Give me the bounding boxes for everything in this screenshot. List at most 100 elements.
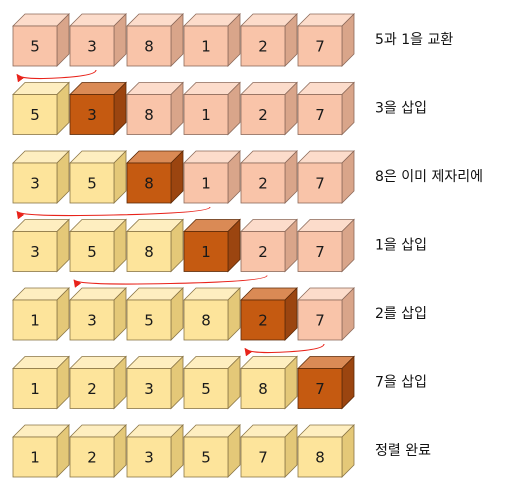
cube-front-face [240,25,286,67]
cube-unsorted: 2 [240,218,298,273]
cube-front-face [240,231,286,272]
cube-front-face [69,94,115,135]
cube-front-face [69,25,115,67]
cube-sorted: 8 [240,355,298,410]
cube-front-face [183,94,229,135]
cube-front-face [240,94,286,135]
cube-front-face [297,231,343,272]
cube-sorted: 3 [12,150,70,204]
cube-value: 8 [144,38,154,56]
cube-front-face [297,368,343,409]
cube-value: 2 [87,449,97,467]
cube-active: 8 [126,150,184,204]
cube-unsorted: 7 [297,287,355,341]
step-label: 8은 이미 제자리에 [375,169,483,185]
cube-sorted: 5 [183,355,241,410]
cube-front-face [12,231,58,272]
cube-unsorted: 1 [183,150,241,204]
cube-value: 7 [315,312,325,330]
cube-value: 3 [87,38,97,56]
cube-sorted: 1 [12,355,70,410]
cube-value: 1 [201,243,211,261]
cube-unsorted: 2 [240,150,298,204]
cube-value: 2 [258,38,268,56]
cube-sorted: 3 [126,424,184,478]
cube-unsorted: 7 [297,81,355,136]
cube-value: 8 [201,312,211,330]
cube-sorted: 5 [126,287,184,341]
cube-value: 1 [30,380,40,398]
cube-front-face [240,299,286,341]
cube-value: 3 [30,175,40,193]
cube-value: 2 [258,312,268,330]
cube-front-face [183,25,229,67]
move-arrows [16,69,325,357]
cube-sorted: 5 [69,218,127,273]
cube-front-face [12,299,58,341]
cube-front-face [12,368,58,409]
cube-front-face [297,94,343,135]
cube-sorted: 5 [12,81,70,136]
cube-value: 8 [315,449,325,467]
step-label: 7을 삽입 [375,375,427,391]
cube-front-face [297,299,343,341]
cube-front-face [126,436,172,478]
step-label: 1을 삽입 [375,238,427,254]
cube-unsorted: 7 [297,13,355,67]
cube-value: 3 [87,312,97,330]
cube-value: 3 [144,380,154,398]
cube-front-face [12,162,58,204]
cube-value: 8 [144,175,154,193]
cube-front-face [12,436,58,478]
cube-front-face [69,231,115,272]
cube-value: 3 [87,106,97,124]
cube-unsorted: 5 [12,13,70,67]
cube-value: 3 [30,243,40,261]
cube-front-face [297,436,343,478]
cube-value: 5 [201,449,211,467]
cube-value: 1 [201,175,211,193]
cube-front-face [69,436,115,478]
cube-value: 1 [30,312,40,330]
move-arrow [16,69,97,83]
cube-value: 3 [144,449,154,467]
cube-front-face [126,162,172,204]
cube-front-face [126,231,172,272]
move-arrow [16,206,211,220]
cube-sorted: 1 [12,287,70,341]
cube-unsorted: 2 [240,13,298,67]
cube-value: 7 [258,449,268,467]
cube-unsorted: 7 [297,218,355,273]
cube-value: 7 [315,380,325,398]
cube-value: 2 [87,380,97,398]
step-label: 5과 1을 교환 [375,32,453,48]
cube-value: 8 [144,243,154,261]
cube-sorted: 3 [69,287,127,341]
cube-sorted: 2 [69,355,127,410]
cube-value: 2 [258,106,268,124]
cube-sorted: 3 [126,355,184,410]
cube-unsorted: 3 [69,13,127,67]
cube-unsorted: 7 [297,150,355,204]
cube-front-face [12,94,58,135]
cube-active: 2 [240,287,298,341]
cube-front-face [69,368,115,409]
move-arrow [73,275,268,288]
cube-front-face [183,368,229,409]
cube-front-face [183,299,229,341]
cube-front-face [240,436,286,478]
cube-value: 8 [144,106,154,124]
cube-sorted: 7 [240,424,298,478]
cube-value: 5 [144,312,154,330]
cube-value: 1 [30,449,40,467]
cube-unsorted: 2 [240,81,298,136]
cube-front-face [126,299,172,341]
cube-sorted: 5 [183,424,241,478]
cube-front-face [240,162,286,204]
cube-sorted: 1 [12,424,70,478]
